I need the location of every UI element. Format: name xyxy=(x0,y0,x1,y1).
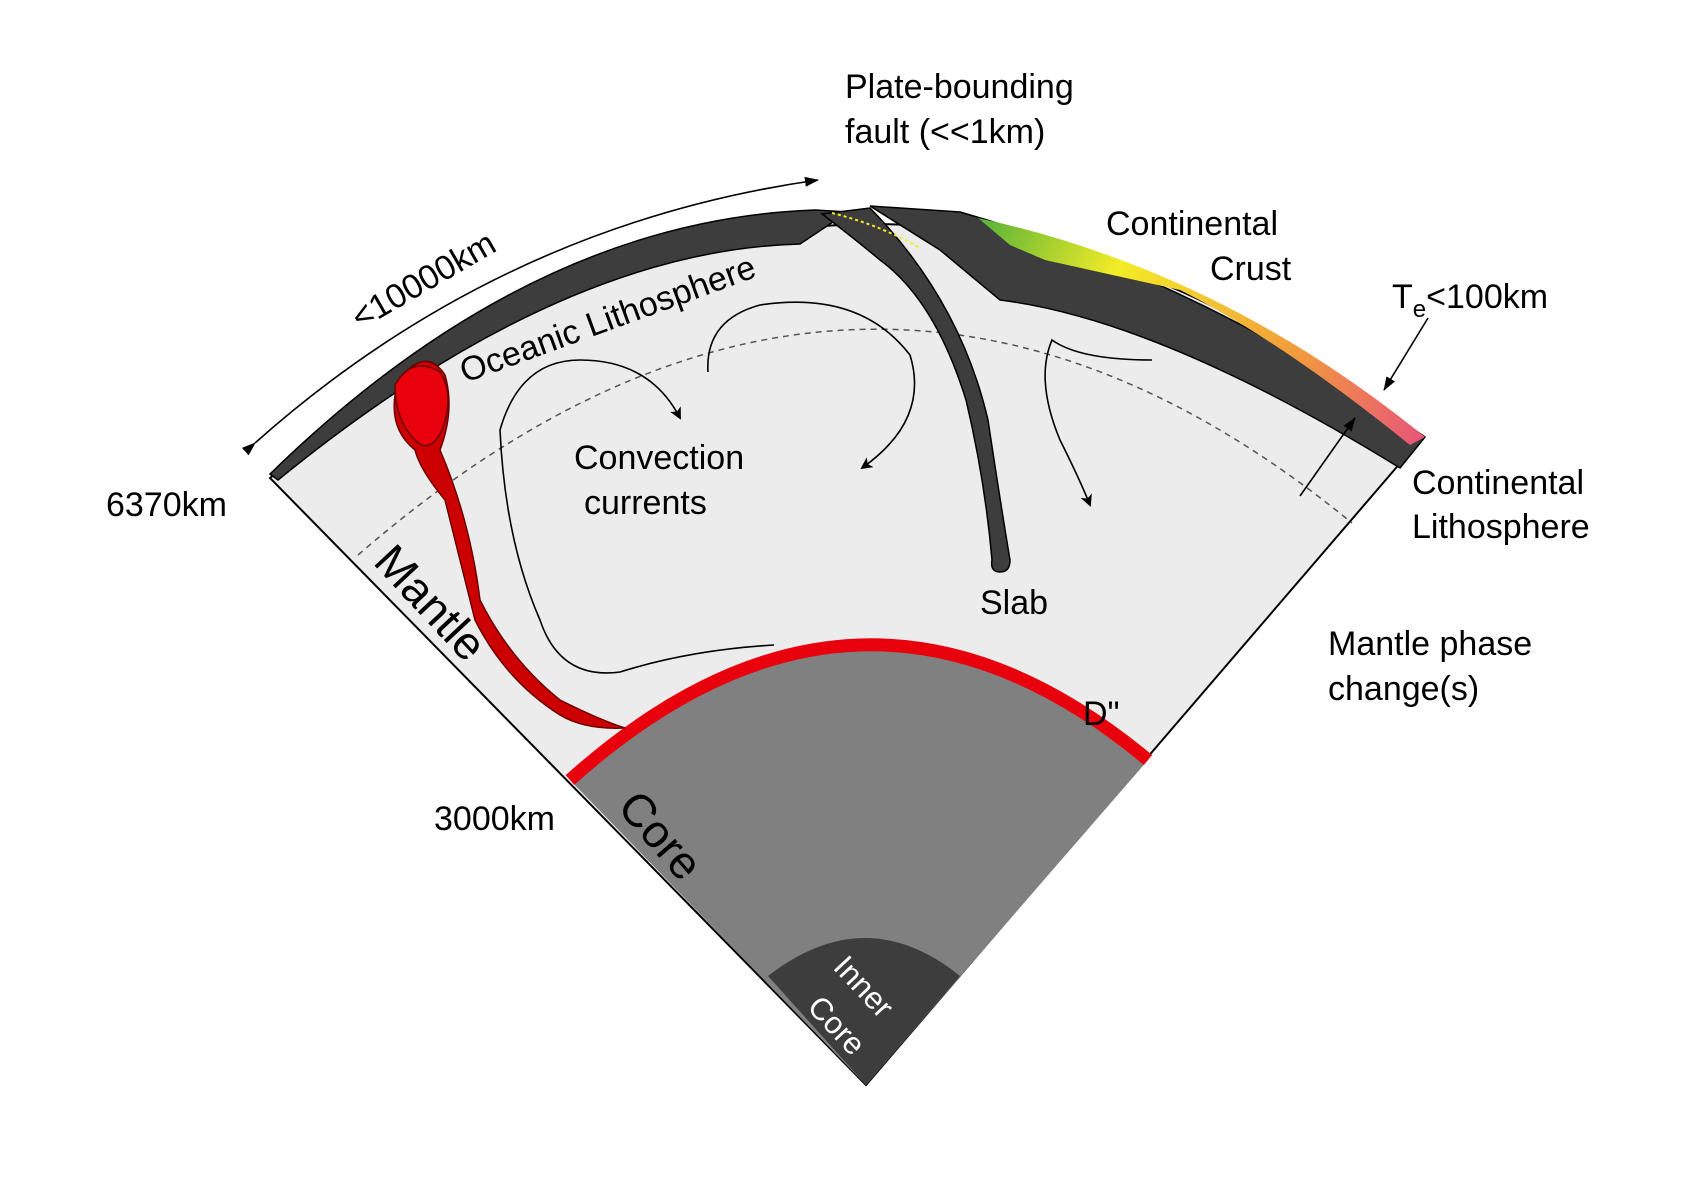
elastic-thickness-label: Te<100km xyxy=(1392,278,1548,323)
phase-change-label-line2: change(s) xyxy=(1328,670,1479,708)
plate-length-arrow xyxy=(241,176,819,456)
convection-label-line2: currents xyxy=(584,484,707,522)
plate-fault-trace xyxy=(831,212,921,249)
continental-crust-label-line1: Continental xyxy=(1106,205,1278,243)
d-double-prime-layer xyxy=(565,638,1153,785)
continental-crust xyxy=(978,218,1425,445)
elastic-thickness-arrow-bottom xyxy=(1299,417,1356,497)
earth-radius-label: 6370km xyxy=(106,486,227,524)
continental-crust-label-line2: Crust xyxy=(1210,250,1292,288)
convection-arrow-3 xyxy=(1044,338,1153,507)
continental-lithosphere-label-line1: Continental xyxy=(1412,464,1584,502)
convection-label-line1: Convection xyxy=(574,439,744,477)
outer-core xyxy=(570,644,1148,1085)
plate-fault-label-line1: Plate-bounding xyxy=(845,68,1074,106)
elastic-thickness-T: T xyxy=(1392,278,1413,316)
phase-change-label-line1: Mantle phase xyxy=(1328,625,1532,663)
elastic-thickness-arrow-top xyxy=(1383,317,1429,391)
elastic-thickness-subscript: e xyxy=(1413,296,1426,323)
continental-lithosphere-label-line2: Lithosphere xyxy=(1412,508,1590,546)
core-depth-label: 3000km xyxy=(434,800,555,838)
subducting-slab xyxy=(820,207,1011,573)
elastic-thickness-value: <100km xyxy=(1426,278,1548,316)
phase-change-boundary xyxy=(357,328,1353,556)
slab-label: Slab xyxy=(980,584,1048,622)
inner-core xyxy=(768,938,960,1085)
plate-fault-label-line2: fault (<<1km) xyxy=(845,113,1045,151)
d-double-prime-label: D" xyxy=(1083,695,1120,733)
